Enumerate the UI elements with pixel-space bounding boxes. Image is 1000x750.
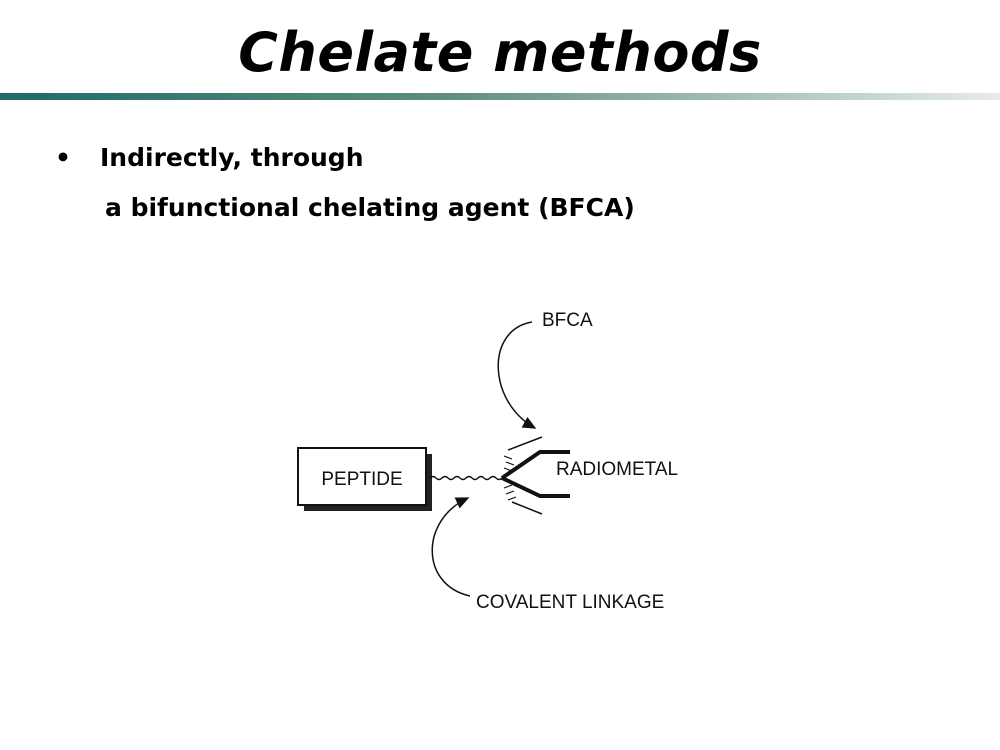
covalent-linkage-wave [429, 475, 503, 481]
bullet-text-line-1: Indirectly, through [100, 143, 364, 172]
bullet-list: • Indirectly, through a bifunctional che… [55, 140, 955, 222]
bullet-dot: • [55, 143, 71, 172]
chelate-diagram: PEPTIDE RADIOMETAL BFCA COVALENT LINKAGE [297, 310, 678, 613]
slide-title: Chelate methods [238, 21, 762, 84]
peptide-box: PEPTIDE [297, 447, 432, 511]
covalent-linkage-arrow [431, 497, 471, 597]
bfca-label: BFCA [542, 310, 593, 331]
radiometal-label: RADIOMETAL [556, 459, 678, 480]
bullet-text-line-2: a bifunctional chelating agent (BFCA) [105, 193, 635, 222]
covalent-linkage-label: COVALENT LINKAGE [476, 592, 664, 613]
bfca-arrow [497, 321, 537, 429]
bfca-chelator [500, 436, 570, 515]
bullet-item: • Indirectly, through [55, 140, 955, 176]
peptide-label: PEPTIDE [321, 469, 402, 490]
title-divider [0, 93, 1000, 100]
